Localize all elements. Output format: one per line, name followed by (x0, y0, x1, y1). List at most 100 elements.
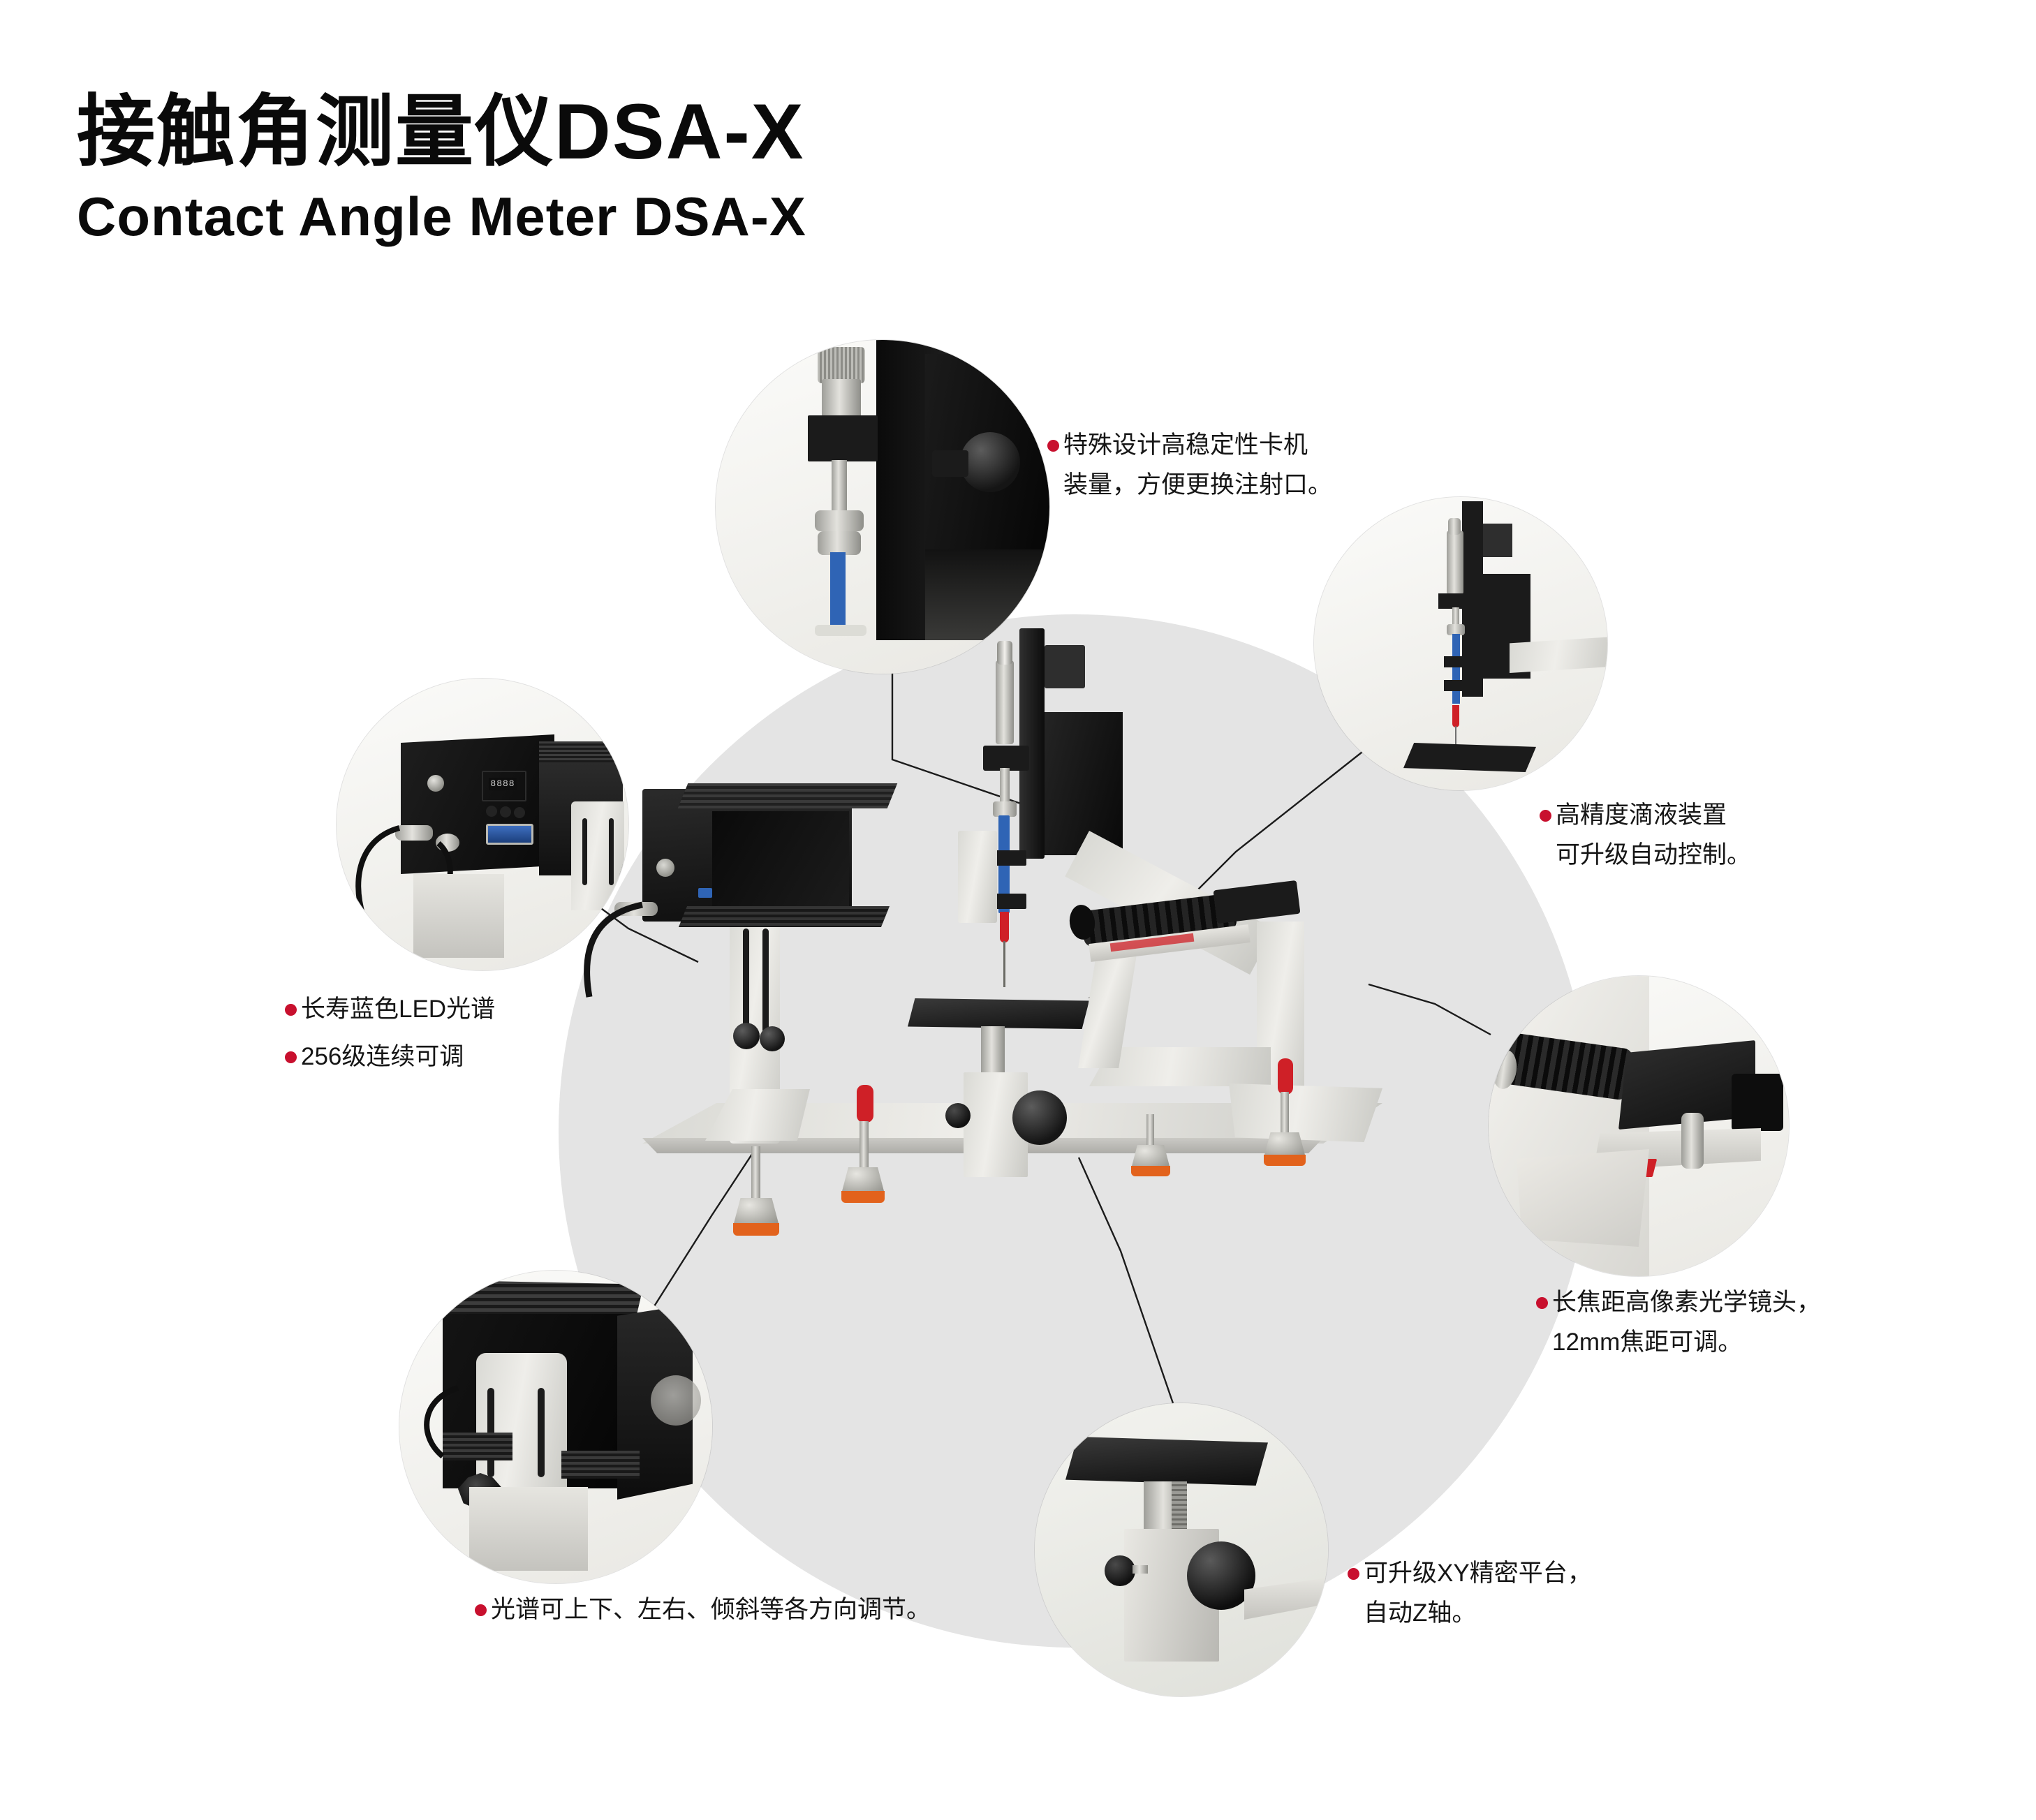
syringe-clamp-closeup2 (1438, 593, 1476, 609)
led-digital-readout: 8888 (489, 778, 517, 790)
syringe-barrel-closeup2 (1452, 634, 1460, 704)
syringe-needle-hub (1000, 912, 1009, 942)
led-mount-slot2-closeup (609, 818, 614, 885)
dosing-mount-plate (958, 831, 997, 923)
led-bracket-cable (424, 1385, 459, 1459)
led-button-1[interactable] (486, 806, 497, 817)
callout-line: 光谱可上下、左右、倾斜等各方向调节。 (475, 1590, 931, 1630)
callout-line: 12mm焦距可调。 (1552, 1328, 1743, 1356)
collar-lower (818, 531, 861, 555)
callout-photo-led-controller: 8888 (337, 679, 628, 970)
collar-closeup2 (1447, 624, 1465, 635)
bullet-icon (1540, 810, 1551, 822)
stage-small-knob-shaft (1133, 1565, 1148, 1574)
led-box-bottom-fins-closeup (443, 1433, 512, 1460)
stage-z-knob[interactable] (1012, 1090, 1067, 1145)
bullet-icon (285, 1051, 297, 1064)
camera-arm-base-foot (1229, 1083, 1382, 1142)
dosing-carriage (1045, 712, 1123, 855)
clamp-knob-shaft (932, 450, 968, 477)
micrometer-closeup (1447, 531, 1463, 595)
led-connector-1 (395, 825, 433, 841)
page-title-english: Contact Angle Meter DSA-X (77, 185, 806, 247)
led-box-top-fins-closeup (441, 1280, 644, 1319)
clamp-adjust-knob[interactable] (960, 432, 1020, 492)
callout-line: 装量，方便更换注射口。 (1063, 471, 1333, 498)
callout-text-led-adjust: 光谱可上下、左右、倾斜等各方向调节。 (475, 1590, 931, 1630)
callout-photo-dosing-unit (1314, 497, 1607, 790)
callout-line: 长焦距高像素光学镜头， (1536, 1283, 1821, 1323)
callout-photo-optical-lens (1489, 976, 1789, 1276)
led-rear-panel (401, 734, 554, 874)
led-button-3[interactable] (514, 807, 525, 818)
led-button-2[interactable] (500, 806, 511, 817)
callout-text-led-spectrum: 长寿蓝色LED光谱 256级连续可调 (285, 986, 495, 1081)
led-mount-slot-closeup (582, 818, 587, 885)
title-block: 接触角测量仪DSA-X Contact Angle Meter DSA-X (77, 91, 806, 248)
syringe-needle (1003, 941, 1005, 987)
stage-plate-closeup (1065, 1437, 1268, 1486)
bullet-icon (1047, 440, 1059, 452)
bullet-icon (475, 1604, 487, 1616)
syringe-clamp-block-closeup (808, 415, 878, 461)
plunger-closeup2 (1452, 607, 1459, 628)
bullet-icon (285, 1004, 297, 1016)
led-switch[interactable] (698, 888, 712, 898)
sample-stage-post (981, 1026, 1005, 1078)
syringe-barrel-closeup (830, 552, 846, 636)
callout-text-syringe-clamp: 特殊设计高稳定性卡机 装量，方便更换注射口。 (1047, 426, 1332, 505)
micrometer-barrel-closeup (822, 379, 861, 420)
syringe-plunger-rod (1000, 768, 1010, 804)
callout-line: 自动Z轴。 (1364, 1599, 1477, 1627)
led-housing-fins (539, 741, 623, 762)
stage-small-knob-closeup[interactable] (1105, 1555, 1135, 1586)
led-light-source-top-fins (677, 783, 898, 808)
needle-hub-closeup (1452, 705, 1459, 727)
led-arm-foot (705, 1089, 810, 1141)
syringe-clip-b (1444, 680, 1469, 691)
bullet-icon (1348, 1568, 1359, 1580)
led-light-source-bottom-fins (678, 906, 890, 927)
syringe-clip-a (1444, 656, 1469, 667)
plunger-rod-closeup (832, 460, 847, 513)
bullet-icon (1536, 1297, 1548, 1309)
led-box-lens-glow (651, 1375, 701, 1426)
led-light-source-aperture (712, 811, 849, 916)
sample-stage-top (908, 998, 1089, 1029)
callout-line: 256级连续可调 (285, 1033, 495, 1081)
dosing-bracket-closeup (1483, 524, 1512, 557)
led-power-button[interactable] (427, 775, 444, 792)
callout-text-dosing-unit: 高精度滴液装置 可升级自动控制。 (1540, 796, 1751, 875)
needle-closeup (1455, 726, 1456, 746)
led-box-bottom-fins-right (561, 1451, 640, 1479)
lens-base-plate (1517, 1149, 1649, 1247)
stage-lock-knob[interactable] (945, 1103, 971, 1128)
callout-text-optical-lens: 长焦距高像素光学镜头， 12mm焦距可调。 (1536, 1283, 1821, 1362)
lens-micrometer-adjuster[interactable] (1681, 1113, 1704, 1169)
stage-post-thread (1172, 1481, 1187, 1533)
callout-photo-sample-stage (1035, 1403, 1328, 1696)
micrometer-knurled-head (818, 347, 865, 383)
syringe-collar (993, 801, 1017, 817)
led-arm-knob-1[interactable] (733, 1023, 760, 1049)
dosing-top-bracket (1045, 645, 1085, 688)
collar-upper (815, 510, 864, 531)
stage-main-knob-closeup[interactable] (1187, 1541, 1255, 1610)
callout-photo-syringe-clamp (716, 340, 1049, 674)
callout-line: 可升级自动控制。 (1556, 841, 1752, 868)
led-power-jack (656, 859, 674, 877)
syringe-flange (815, 625, 866, 636)
led-vga-port (486, 824, 533, 845)
led-arm-slot-2 (762, 929, 769, 1033)
product-illustration (584, 628, 1592, 1571)
callout-text-xy-stage: 可升级XY精密平台， 自动Z轴。 (1348, 1554, 1592, 1633)
camera-body (1213, 880, 1301, 924)
led-readout-bezel (482, 771, 526, 801)
micrometer-tip-closeup (1448, 518, 1461, 535)
led-arm-knob-2[interactable] (760, 1026, 785, 1051)
callout-line: 高精度滴液装置 (1540, 796, 1751, 836)
led-mount-plate-closeup (571, 801, 624, 910)
micrometer-barrel (996, 660, 1014, 744)
camera-rear-mount (1732, 1074, 1783, 1131)
callout-line: 长寿蓝色LED光谱 (285, 986, 495, 1033)
